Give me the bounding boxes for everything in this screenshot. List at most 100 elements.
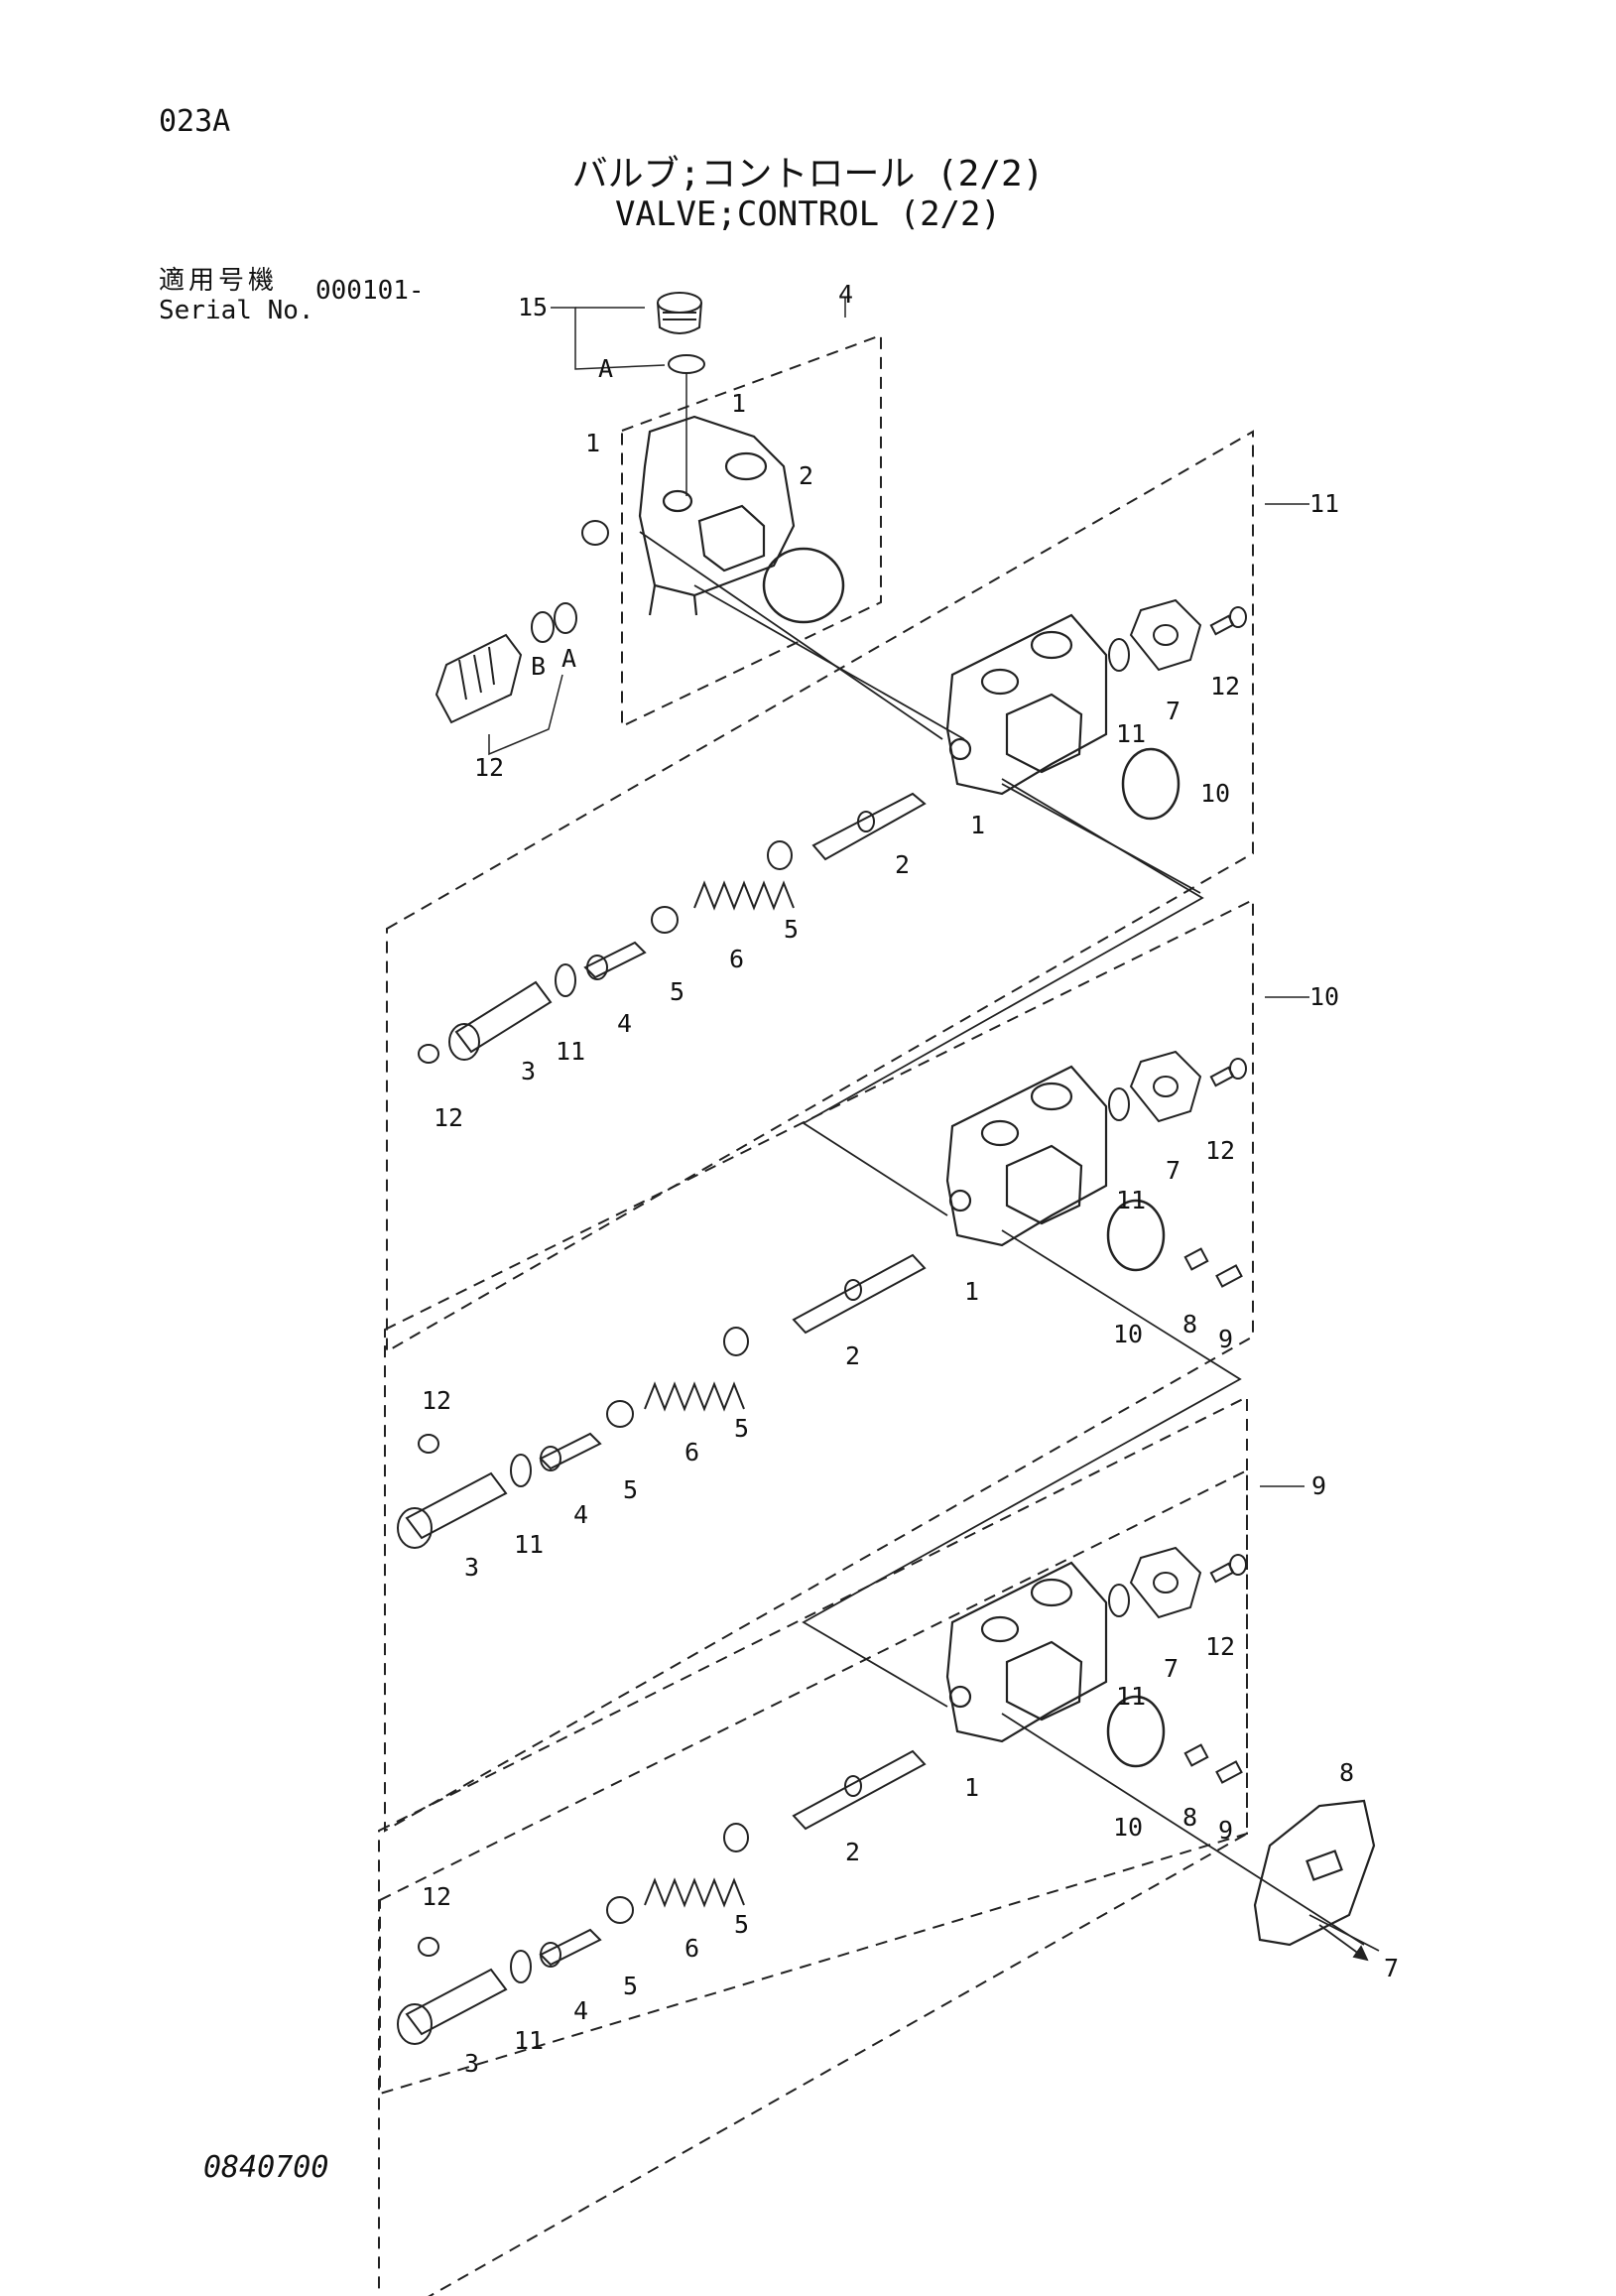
spring-6-s9-icon	[644, 1877, 745, 1908]
group-leader-lines	[844, 298, 1309, 1487]
spool-2-s11-icon	[811, 792, 927, 861]
callout-5-s9: 5	[734, 1910, 749, 1939]
o-ring-11b-s11-icon	[555, 963, 576, 997]
o-ring-a-icon	[554, 602, 577, 634]
connection-lines	[639, 531, 1380, 1952]
valve-block-9-icon	[945, 1561, 1108, 1743]
callout-3-s9: 3	[464, 2049, 479, 2078]
callout-12b-s10: 12	[422, 1386, 451, 1415]
callout-2-s11: 2	[895, 850, 910, 879]
callout-5-s11: 5	[784, 915, 799, 944]
serial-number-value: 000101-	[315, 276, 425, 306]
cover-7-s9-icon	[1129, 1546, 1202, 1619]
serial-label-japanese: 適用号機	[159, 266, 279, 296]
callout-5b-s10: 5	[623, 1475, 638, 1504]
callout-4-s10: 4	[573, 1500, 588, 1529]
serial-label-english: Serial No.	[159, 296, 314, 325]
callout-8-s9: 8	[1182, 1803, 1197, 1832]
valve-block-11-icon	[945, 613, 1108, 796]
assembly-outlines-bottom	[379, 1468, 1248, 2096]
page-code: 023A	[159, 104, 231, 139]
sleeve-3-s11-icon	[448, 980, 553, 1061]
spool-2-s9-icon	[792, 1749, 927, 1831]
callout-12-s11: 12	[1210, 672, 1240, 701]
callout-line-15	[551, 307, 666, 370]
bolt-12-s11-icon	[1209, 606, 1247, 636]
o-ring-10-s9-icon	[1106, 1695, 1166, 1768]
bolt-12b-s9-icon	[418, 1937, 439, 1957]
assembly-outlines	[378, 333, 1254, 2296]
callout-12-s9: 12	[1205, 1632, 1235, 1661]
o-ring-11-s9-icon	[1108, 1584, 1130, 1617]
callout-6-s11: 6	[729, 945, 744, 973]
outline-group-4	[621, 333, 882, 728]
page-title-japanese: バルブ;コントロール (2/2)	[571, 154, 1045, 194]
callout-15: 15	[518, 293, 548, 321]
page-title-english: VALVE;CONTROL (2/2)	[615, 194, 1001, 234]
valve-block-top-icon	[638, 373, 796, 616]
bolt-12-s9-icon	[1209, 1554, 1247, 1584]
callout-11-s10: 11	[1116, 1186, 1146, 1214]
callout-7-s11: 7	[1166, 697, 1181, 725]
callout-a-left: A	[561, 644, 576, 673]
callout-9-s10: 9	[1218, 1325, 1233, 1353]
callout-1-top: 1	[731, 389, 746, 418]
callout-8-s10: 8	[1182, 1310, 1197, 1339]
callout-1-s10: 1	[964, 1277, 979, 1306]
o-ring-b-icon	[531, 611, 555, 643]
callout-12-s10: 12	[1205, 1136, 1235, 1165]
callout-11-s11: 11	[1116, 719, 1146, 748]
callout-7-s9: 7	[1164, 1654, 1179, 1683]
plug-15-icon	[657, 292, 705, 374]
o-ring-10-s11-icon	[1121, 747, 1181, 821]
callout-10-s10: 10	[1113, 1320, 1143, 1348]
callout-11b-s11: 11	[556, 1037, 585, 1066]
screw-9-s9-icon	[1215, 1760, 1243, 1784]
plug-1-small-icon	[581, 520, 609, 546]
callout-12-top: 12	[474, 753, 504, 782]
stem-4-s10-icon	[539, 1432, 602, 1471]
callout-5-s10: 5	[734, 1414, 749, 1443]
outline-group-9	[378, 1395, 1248, 2296]
bolt-12b-s11-icon	[418, 1044, 439, 1064]
spring-6-s10-icon	[644, 1381, 745, 1412]
callout-2-top: 2	[799, 461, 813, 490]
callout-9-s9: 9	[1218, 1816, 1233, 1845]
outline-group-10	[384, 898, 1254, 1833]
callout-1-s11: 1	[970, 811, 985, 839]
bolt-12-s10-icon	[1209, 1058, 1247, 1087]
plug-8-s10-icon	[1183, 1247, 1209, 1271]
seat-5b-s10-icon	[606, 1400, 634, 1428]
cover-7-s10-icon	[1129, 1050, 1202, 1123]
callout-12b-s11: 12	[434, 1103, 463, 1132]
callout-a-top: A	[598, 354, 613, 383]
o-ring-11-s11-icon	[1108, 638, 1130, 672]
seat-5b-s9-icon	[606, 1896, 634, 1924]
poppet-12-icon	[435, 633, 523, 724]
callout-10-s9: 10	[1113, 1813, 1143, 1842]
callout-7-arrow: 7	[1384, 1954, 1399, 1982]
o-ring-11b-s10-icon	[510, 1454, 532, 1487]
seat-5-s11-icon	[767, 840, 793, 870]
drawing-number: 0840700	[203, 2150, 329, 2185]
o-ring-2-top-icon	[762, 547, 845, 624]
bolt-12b-s10-icon	[418, 1434, 439, 1454]
callout-6-s9: 6	[684, 1934, 699, 1963]
callout-5b-s11: 5	[670, 977, 684, 1006]
callout-5b-s9: 5	[623, 1972, 638, 2000]
seat-5b-s11-icon	[651, 906, 679, 934]
callout-labels: 15 A 4 1 1 2 B A 12 11 12 7 11 10 1 2 5 …	[422, 280, 1399, 2078]
arrow-to-7-icon	[1318, 1924, 1369, 1962]
spool-2-s10-icon	[792, 1253, 927, 1335]
callout-4-s9: 4	[573, 1996, 588, 2025]
valve-block-10-icon	[945, 1065, 1108, 1247]
callout-b: B	[531, 652, 546, 681]
seat-5-s9-icon	[723, 1823, 749, 1852]
callout-11b-s9: 11	[514, 2026, 544, 2055]
callout-2-s10: 2	[845, 1341, 860, 1370]
outline-group-lower	[379, 1468, 1248, 2096]
o-ring-11-s10-icon	[1108, 1087, 1130, 1121]
callout-2-s9: 2	[845, 1838, 860, 1866]
seat-5-s10-icon	[723, 1327, 749, 1356]
